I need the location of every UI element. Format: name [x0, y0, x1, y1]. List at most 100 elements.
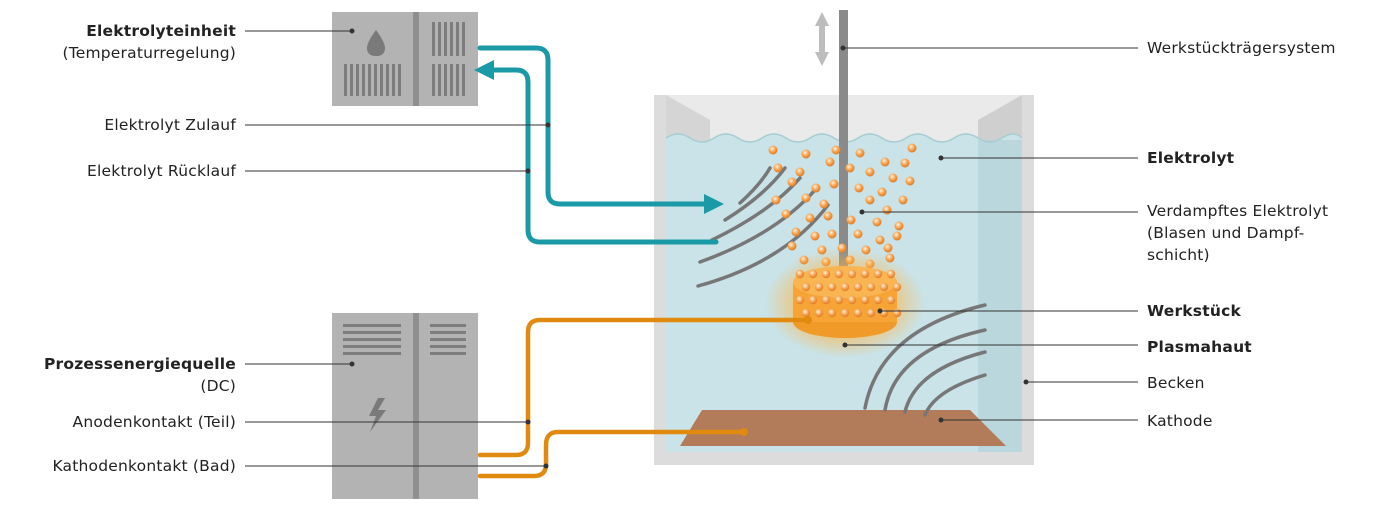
- vapor-bubble: [898, 195, 908, 205]
- vapor-bubble: [768, 145, 778, 155]
- electrolyte-unit: [332, 12, 478, 106]
- label-tank: Becken: [1147, 374, 1205, 392]
- vapor-bubble: [845, 163, 855, 173]
- leader-lines: [245, 30, 1138, 467]
- plasma-bubble: [873, 295, 883, 305]
- vapor-bubble: [773, 163, 783, 173]
- vapor-bubble: [853, 229, 863, 239]
- label-cathode: Kathode: [1147, 412, 1213, 430]
- plasma-bubble: [795, 295, 805, 305]
- plasma-bubble: [892, 308, 902, 318]
- label-carrier-system: Werkstückträgersystem: [1147, 39, 1336, 57]
- leader-dots: [349, 28, 1029, 469]
- vapor-bubble: [875, 235, 885, 245]
- plasma-bubble: [866, 308, 876, 318]
- vapor-bubble: [865, 195, 875, 205]
- vapor-bubble: [827, 229, 837, 239]
- label-power-source-sub: (DC): [200, 377, 236, 395]
- label-electrolyte-supply: Elektrolyt Zulauf: [104, 116, 236, 134]
- vapor-bubble: [894, 221, 904, 231]
- label-electrolyte-return: Elektrolyt Rücklauf: [87, 162, 236, 180]
- vapor-bubble: [829, 179, 839, 189]
- vapor-bubble: [905, 176, 915, 186]
- vapor-bubble: [825, 157, 835, 167]
- power-source-unit: [332, 313, 478, 499]
- label-electrolyte-unit-sub: (Temperaturregelung): [62, 44, 236, 62]
- plasma-bubble: [873, 269, 883, 279]
- label-electrolyte-unit-title: Elektrolyteinheit: [86, 22, 236, 40]
- label-vaporized-line1: Verdampftes Elektrolyt: [1147, 202, 1329, 220]
- vapor-bubble: [831, 145, 841, 155]
- plasma-bubble: [821, 295, 831, 305]
- label-cathode-contact: Kathodenkontakt (Bad): [52, 457, 236, 475]
- label-vaporized-line3: schicht): [1147, 246, 1210, 264]
- plasma-bubble: [801, 282, 811, 292]
- cathode-plate: [680, 410, 1006, 446]
- vapor-bubble: [795, 167, 805, 177]
- vapor-bubble: [781, 209, 791, 219]
- anode-wire: [477, 317, 811, 458]
- energy-arcs-right: [863, 303, 987, 417]
- plasma-bubble: [821, 269, 831, 279]
- plasma-bubble: [834, 269, 844, 279]
- label-vaporized-electrolyte: Verdampftes Elektrolyt (Blasen und Dampf…: [1147, 200, 1328, 266]
- label-power-source-title: Prozessenergiequelle: [43, 355, 236, 373]
- vapor-bubble: [892, 231, 902, 241]
- up-down-arrow-icon: [815, 12, 829, 66]
- plasma-bubble: [892, 282, 902, 292]
- plasma-bubble: [814, 282, 824, 292]
- vapor-bubble: [801, 149, 811, 159]
- vapor-bubble: [882, 205, 892, 215]
- plasma-bubble: [808, 269, 818, 279]
- plasma-bubble: [886, 295, 896, 305]
- workpiece-werkstueck: [765, 248, 925, 358]
- vapor-bubble: [823, 211, 833, 221]
- plasma-skin-bubbles: [795, 269, 902, 318]
- plasma-bubble: [853, 282, 863, 292]
- plasma-bubble: [886, 269, 896, 279]
- vapor-bubble: [819, 199, 829, 209]
- label-electrolyte: Elektrolyt: [1147, 149, 1235, 167]
- label-anode-contact: Anodenkontakt (Teil): [72, 413, 236, 431]
- label-power-source: Prozessenergiequelle (DC): [44, 353, 236, 397]
- vapor-bubble: [865, 167, 875, 177]
- plasma-bubble: [808, 295, 818, 305]
- label-workpiece: Werkstück: [1147, 302, 1241, 320]
- label-plasma-skin: Plasmahaut: [1147, 338, 1252, 356]
- plasma-bubble: [860, 269, 870, 279]
- plasma-bubble: [840, 308, 850, 318]
- vapor-bubble: [883, 243, 893, 253]
- vapor-bubble: [787, 241, 797, 251]
- plasma-bubble: [795, 269, 805, 279]
- plasma-bubble: [879, 282, 889, 292]
- plasma-bubble: [827, 282, 837, 292]
- lightning-bolt-icon: [369, 398, 386, 432]
- vapor-bubble: [907, 143, 917, 153]
- plasma-bubble: [827, 308, 837, 318]
- label-electrolyte-unit: Elektrolyteinheit (Temperaturregelung): [62, 20, 236, 64]
- vapor-bubble: [888, 173, 898, 183]
- label-vaporized-line2: (Blasen und Dampf-: [1147, 224, 1305, 242]
- vapor-bubble: [854, 183, 864, 193]
- vapor-bubble: [787, 177, 797, 187]
- anode-contact-point: [804, 316, 812, 324]
- power-wires: [477, 317, 811, 479]
- plasma-bubble: [847, 269, 857, 279]
- vapor-bubble: [805, 213, 815, 223]
- vapor-bubble: [900, 158, 910, 168]
- vapor-bubble: [771, 195, 781, 205]
- vapor-bubble: [846, 215, 856, 225]
- water-drop-icon: [367, 30, 385, 56]
- cathode-wire: [477, 429, 747, 479]
- cathode-contact-point: [740, 428, 748, 436]
- plasma-bubble: [834, 295, 844, 305]
- plasma-bubble: [860, 295, 870, 305]
- workpiece-carrier-rod: [839, 10, 848, 280]
- vapor-bubble: [791, 227, 801, 237]
- plasma-bubble: [801, 308, 811, 318]
- return-pipe-ruecklauf: [474, 60, 719, 245]
- vapor-bubble: [877, 187, 887, 197]
- vapor-bubble: [810, 231, 820, 241]
